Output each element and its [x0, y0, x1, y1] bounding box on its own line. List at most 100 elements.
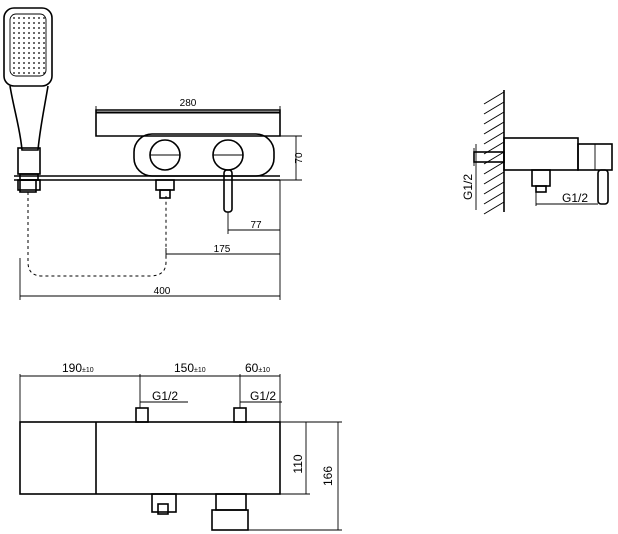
nozzle-dot: [43, 42, 45, 44]
hatch-line: [483, 191, 505, 205]
hatch-line: [483, 201, 505, 215]
nozzle-dot: [38, 47, 40, 49]
nozzle-dot: [23, 17, 25, 19]
nozzle-dot: [33, 42, 35, 44]
dimension-70: 70: [280, 135, 305, 181]
nozzle-dot: [23, 22, 25, 24]
nozzle-dot: [23, 62, 25, 64]
dimension-77: 77: [227, 180, 281, 234]
nozzle-dot: [43, 62, 45, 64]
dim-150-label: 150±10: [174, 361, 206, 375]
shower-hose: [27, 192, 167, 277]
dim-175-label: 175: [214, 244, 231, 255]
nozzle-dot: [28, 27, 30, 29]
nozzle-dot: [43, 37, 45, 39]
nozzle-dot: [23, 42, 25, 44]
dimension-166: 166: [248, 421, 342, 531]
nozzle-dot: [43, 52, 45, 54]
nozzle-dot: [23, 32, 25, 34]
nozzle-dot: [38, 17, 40, 19]
nozzle-dot: [18, 42, 20, 44]
nozzle-dot: [38, 37, 40, 39]
nozzle-dot: [23, 37, 25, 39]
nozzle-dot: [33, 47, 35, 49]
hatch-line: [483, 131, 505, 145]
dimension-175: 175: [165, 234, 281, 258]
nozzle-dot: [18, 72, 20, 74]
nozzle-dot: [33, 32, 35, 34]
nozzle-dot: [28, 17, 30, 19]
nozzle-dot: [43, 72, 45, 74]
nozzle-dot: [28, 37, 30, 39]
nozzle-dot: [33, 52, 35, 54]
nozzle-dot: [13, 47, 15, 49]
nozzle-dot: [43, 22, 45, 24]
nozzle-dot: [43, 47, 45, 49]
top-view: 190±10 150±10 60±10 G1/2 G1/2 110 166: [19, 361, 342, 531]
nozzle-dot: [33, 37, 35, 39]
nozzle-dot: [28, 52, 30, 54]
nozzle-dot: [23, 47, 25, 49]
side-thread-vertical: G1/2: [461, 144, 477, 210]
dim-280-label: 280: [180, 98, 197, 109]
nozzle-dot: [18, 22, 20, 24]
nozzle-dot: [38, 27, 40, 29]
top-dimensions: 190±10 150±10 60±10: [19, 361, 281, 422]
nozzle-dot: [13, 32, 15, 34]
side-thread-horizontal: G1/2: [535, 191, 598, 206]
nozzle-dot: [13, 57, 15, 59]
nozzle-dot: [33, 72, 35, 74]
dim-77-label: 77: [250, 220, 262, 231]
dim-190-label: 190±10: [62, 361, 94, 375]
nozzle-dot: [28, 72, 30, 74]
nozzle-dot: [28, 47, 30, 49]
nozzle-dot: [18, 57, 20, 59]
nozzle-dot: [38, 67, 40, 69]
nozzle-dot: [23, 27, 25, 29]
dimension-280: 280: [95, 98, 281, 113]
nozzle-dot: [38, 72, 40, 74]
nozzle-dot: [38, 32, 40, 34]
dim-400-label: 400: [154, 286, 171, 297]
hatch-line: [483, 171, 505, 185]
nozzle-dot: [13, 52, 15, 54]
nozzle-dot: [28, 67, 30, 69]
nozzle-dot: [43, 57, 45, 59]
nozzle-dot: [23, 67, 25, 69]
dim-60-label: 60±10: [245, 361, 270, 375]
nozzle-dot: [13, 37, 15, 39]
side-g12-horizontal-label: G1/2: [562, 191, 588, 205]
top-thread-right: G1/2: [240, 389, 282, 403]
nozzle-dot: [13, 67, 15, 69]
nozzle-dot: [38, 62, 40, 64]
nozzle-dot: [28, 22, 30, 24]
dim-70-label: 70: [294, 152, 305, 164]
nozzle-dot: [33, 62, 35, 64]
nozzle-dot: [38, 52, 40, 54]
nozzle-dot: [13, 27, 15, 29]
hatch-line: [483, 121, 505, 135]
nozzle-dot: [18, 52, 20, 54]
nozzle-dot: [18, 47, 20, 49]
top-g12-left-label: G1/2: [152, 389, 178, 403]
nozzle-dot: [23, 52, 25, 54]
hatch-line: [483, 161, 505, 175]
dimension-400: 400: [19, 258, 281, 300]
nozzle-dot: [13, 22, 15, 24]
hatch-line: [483, 111, 505, 125]
nozzle-dot: [23, 72, 25, 74]
side-g12-vertical-label: G1/2: [461, 174, 475, 200]
side-view: G1/2 G1/2: [461, 90, 613, 215]
nozzle-dot: [33, 57, 35, 59]
dim-166-label: 166: [321, 466, 335, 486]
nozzle-dot: [13, 72, 15, 74]
top-g12-right-label: G1/2: [250, 389, 276, 403]
hatch-line: [483, 181, 505, 195]
dim-110-label: 110: [291, 454, 305, 473]
nozzle-dot: [18, 27, 20, 29]
nozzle-dot: [38, 57, 40, 59]
nozzle-dot: [13, 42, 15, 44]
nozzle-dot: [43, 67, 45, 69]
nozzle-dot: [13, 62, 15, 64]
